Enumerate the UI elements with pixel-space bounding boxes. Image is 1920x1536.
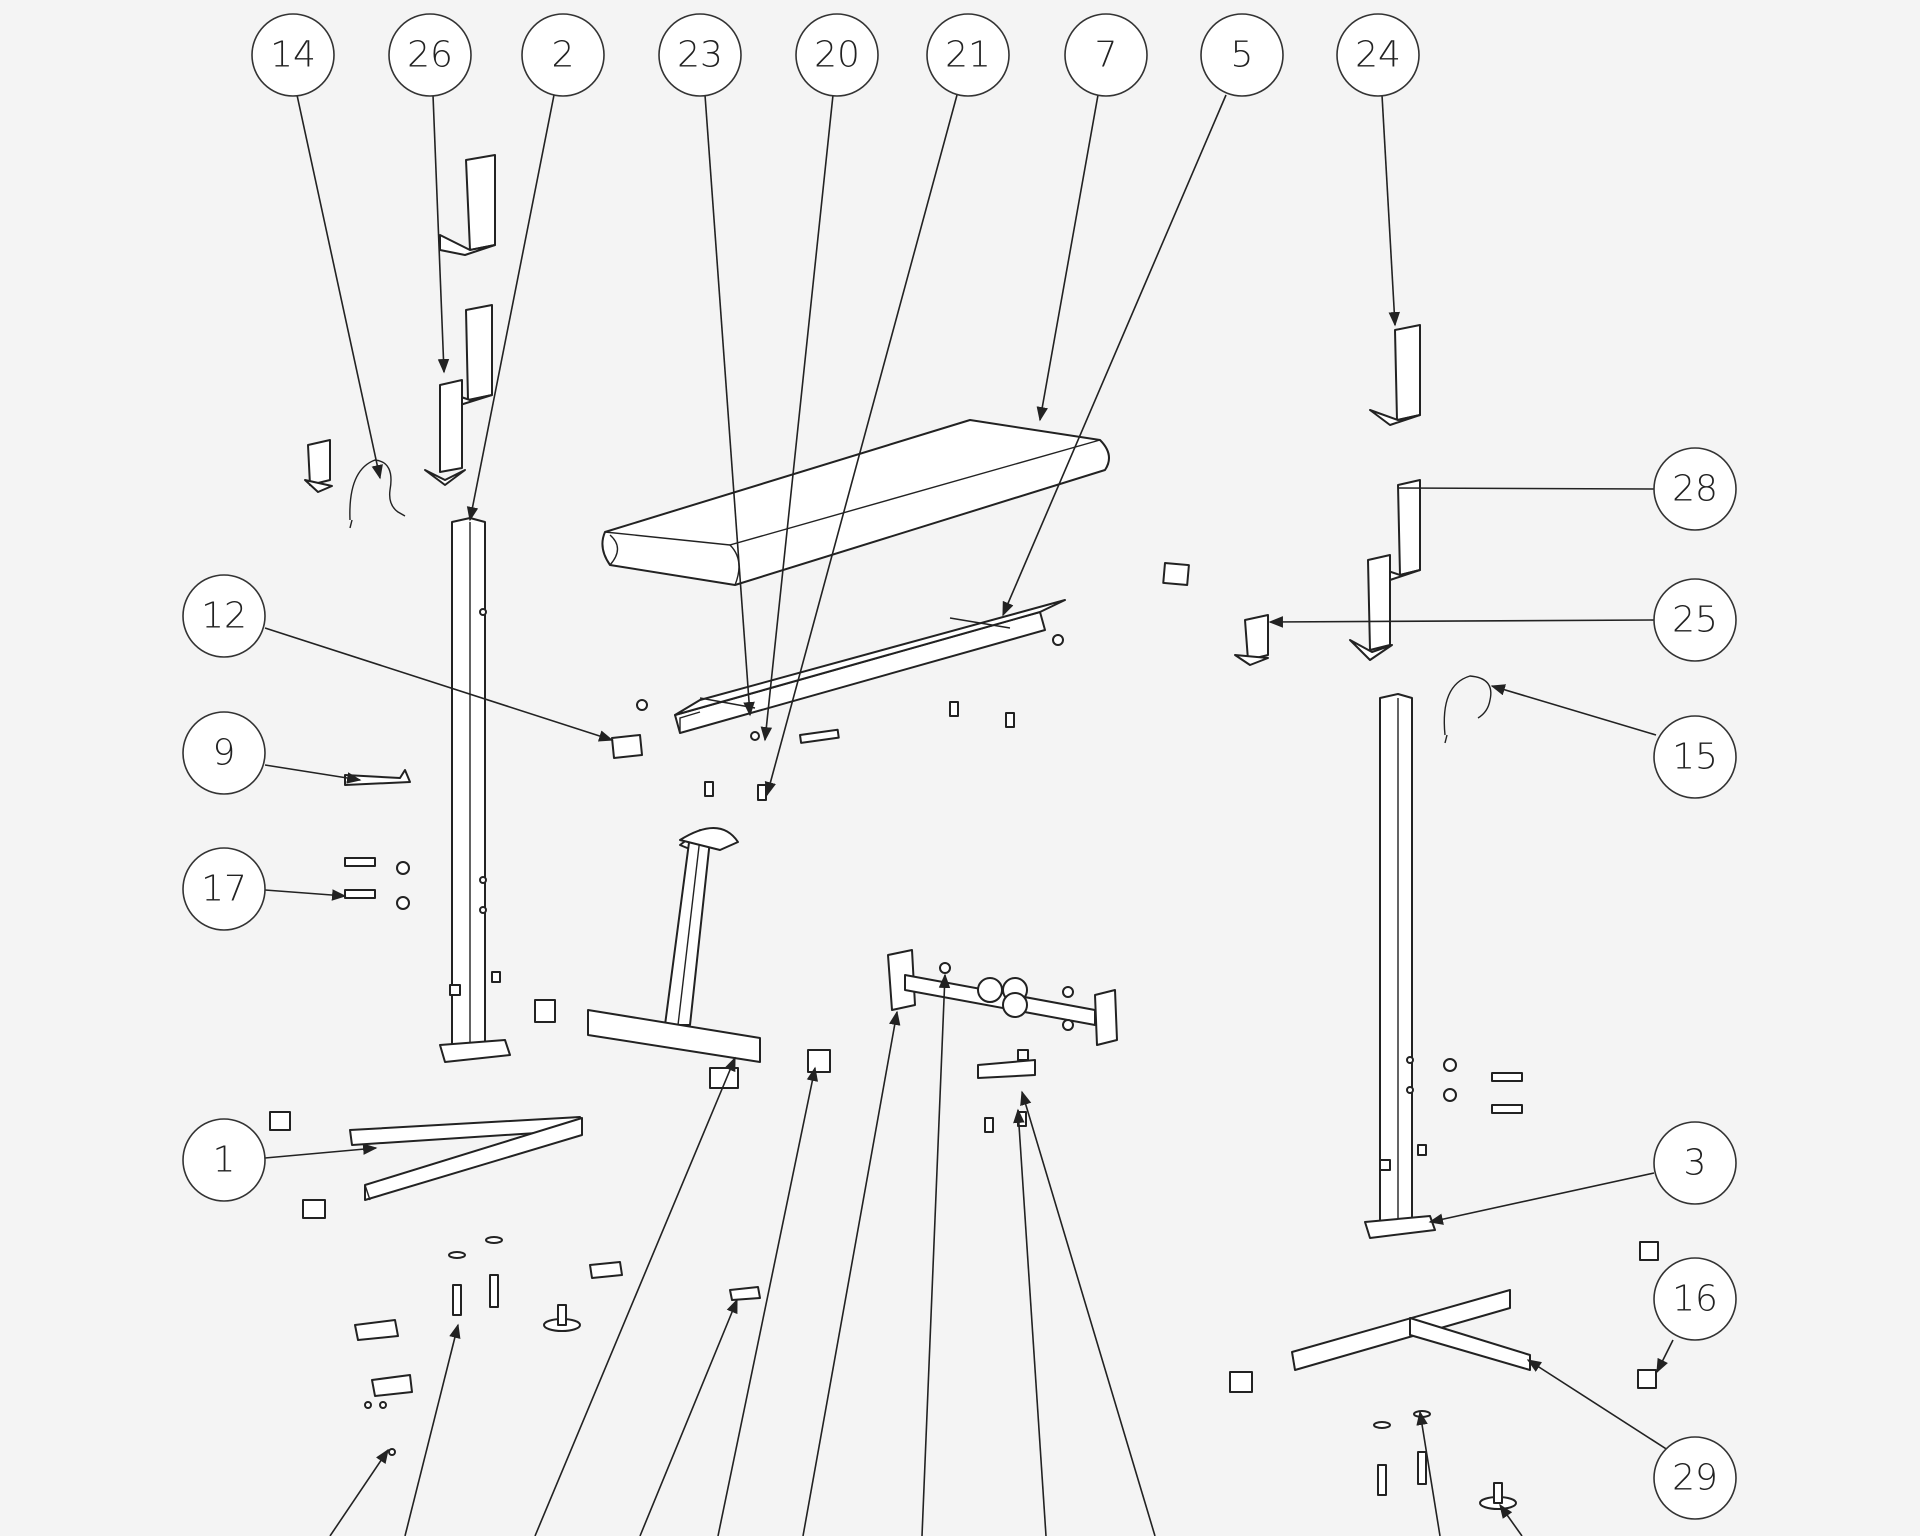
balloon-14: 14 xyxy=(251,13,335,97)
pin-part xyxy=(344,769,411,786)
leader-lines xyxy=(264,94,1674,1536)
balloon-16-label: 16 xyxy=(1672,1279,1718,1320)
right-j-hook-brackets xyxy=(1234,324,1421,666)
balloon-14-label: 14 xyxy=(270,35,316,76)
balloon-17-label: 17 xyxy=(201,869,247,910)
balloon-17: 17 xyxy=(182,847,266,931)
left-bolts-washers xyxy=(344,857,410,910)
balloon-28: 28 xyxy=(1653,447,1737,531)
seat-frame-hardware xyxy=(704,562,1190,801)
balloon-7: 7 xyxy=(1064,13,1148,97)
lower-right-hardware xyxy=(1229,1241,1659,1510)
balloon-1: 1 xyxy=(182,1118,266,1202)
balloon-24: 24 xyxy=(1336,13,1420,97)
balloon-7-label: 7 xyxy=(1095,35,1118,76)
end-cap-part xyxy=(611,734,643,759)
right-locking-pin-part xyxy=(1443,675,1492,744)
balloon-21-label: 21 xyxy=(945,35,991,76)
balloon-25-label: 25 xyxy=(1672,600,1718,641)
balloon-21: 21 xyxy=(926,13,1010,97)
balloon-15-label: 15 xyxy=(1672,737,1718,778)
balloon-5: 5 xyxy=(1200,13,1284,97)
lower-left-hardware xyxy=(354,1236,761,1456)
balloon-5-label: 5 xyxy=(1231,35,1254,76)
balloon-3: 3 xyxy=(1653,1121,1737,1205)
balloon-2-label: 2 xyxy=(552,35,575,76)
balloon-15: 15 xyxy=(1653,715,1737,799)
left-j-hook-brackets xyxy=(304,154,496,493)
balloon-2: 2 xyxy=(521,13,605,97)
balloon-26-label: 26 xyxy=(407,35,453,76)
balloon-1-label: 1 xyxy=(213,1140,236,1181)
balloon-24-label: 24 xyxy=(1355,35,1401,76)
middle-caps xyxy=(269,999,831,1219)
left-upright-post-part xyxy=(439,517,511,1063)
seat-frame-rail-part xyxy=(636,599,1066,744)
balloon-20: 20 xyxy=(795,13,879,97)
balloon-28-label: 28 xyxy=(1672,469,1718,510)
right-upright-post-part xyxy=(1364,693,1436,1239)
bench-seat-pad-part xyxy=(601,419,1110,586)
balloon-16: 16 xyxy=(1653,1257,1737,1341)
right-base-frame-part xyxy=(1291,1289,1531,1371)
balloon-3-label: 3 xyxy=(1684,1143,1707,1184)
balloon-23: 23 xyxy=(658,13,742,97)
left-base-frame-part xyxy=(349,1116,583,1201)
balloon-25: 25 xyxy=(1653,578,1737,662)
axle-assembly-part xyxy=(887,949,1118,1133)
balloon-9: 9 xyxy=(182,711,266,795)
balloon-23-label: 23 xyxy=(677,35,723,76)
balloon-12-label: 12 xyxy=(201,596,247,637)
left-locking-pin-part xyxy=(349,459,406,529)
incline-support-part xyxy=(587,827,761,1063)
right-bolts-washers xyxy=(1443,1058,1523,1114)
balloon-12: 12 xyxy=(182,574,266,658)
balloon-26: 26 xyxy=(388,13,472,97)
balloon-9-label: 9 xyxy=(213,733,236,774)
balloon-29-label: 29 xyxy=(1672,1458,1718,1499)
balloon-20-label: 20 xyxy=(814,35,860,76)
balloon-29: 29 xyxy=(1653,1436,1737,1520)
